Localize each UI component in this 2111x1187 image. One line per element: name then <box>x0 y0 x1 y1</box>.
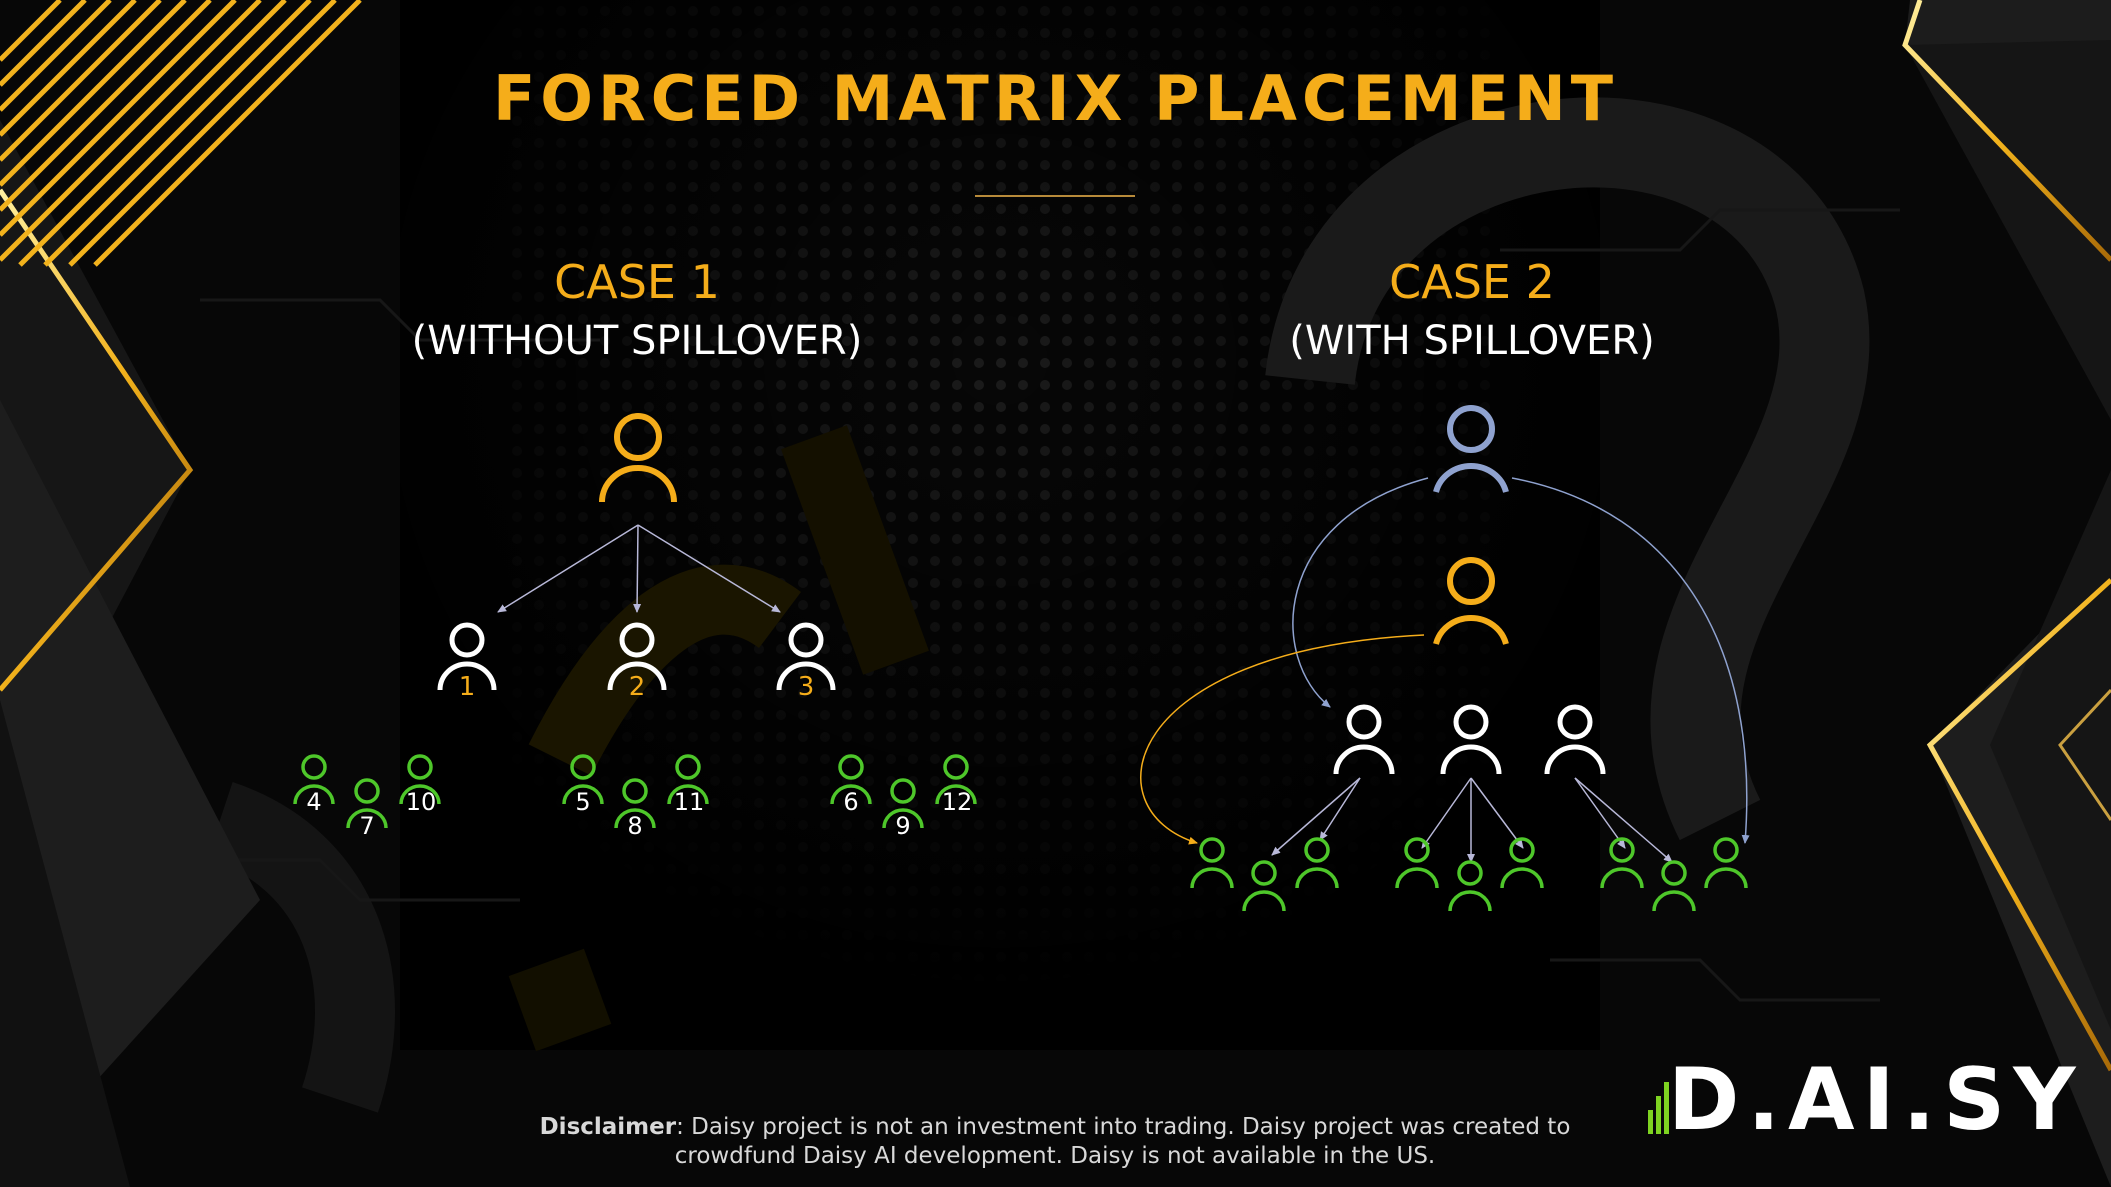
case1-level2-label: 9 <box>895 812 911 840</box>
case2-arrow-3b <box>1574 777 1673 863</box>
case1-level2-person-icon-11 <box>667 754 709 805</box>
disclaimer-line2: crowdfund Daisy AI development. Daisy is… <box>674 1143 1436 1169</box>
case2-level2-person-icon-8 <box>1652 860 1696 912</box>
case2-root-person-icon <box>1433 557 1509 645</box>
case2-level1-person-icon-1 <box>1333 704 1395 775</box>
case1-level2-label: 5 <box>575 788 591 816</box>
case2-level2-person-icon-2 <box>1242 860 1286 912</box>
disclaimer-line1: : Daisy project is not an investment int… <box>676 1114 1571 1140</box>
case2-level2-person-icon-9 <box>1704 837 1748 889</box>
case1-arrow-1 <box>497 524 639 613</box>
case2-spill-arrow-right <box>1511 477 1750 844</box>
case1-level1-label: 3 <box>797 672 815 702</box>
case2-upline-person-icon <box>1433 405 1509 493</box>
case2-arrow-2c <box>1470 777 1524 849</box>
case2-level2-person-icon-3 <box>1295 837 1339 889</box>
case1-level1-person-icon-1 <box>437 622 497 691</box>
case1-level2-label: 11 <box>673 788 705 816</box>
case2-arrow-1a <box>1271 777 1361 856</box>
case1-level2-label: 6 <box>843 788 859 816</box>
case2-level1-person-icon-3 <box>1544 704 1606 775</box>
case1-level1-person-icon-2 <box>607 622 667 691</box>
case1-level2-person-icon-10 <box>399 754 441 805</box>
case1-level1-label: 1 <box>458 672 476 702</box>
case1-level1-person-icon-3 <box>776 622 836 691</box>
case2-level2-person-icon-1 <box>1190 837 1234 889</box>
case1-arrow-2 <box>633 524 642 613</box>
case1-level2-person-icon-7 <box>346 778 388 829</box>
case2-arrow-3a <box>1574 777 1626 849</box>
case1-level2-person-icon-6 <box>830 754 872 805</box>
case1-level2-person-icon-9 <box>882 778 924 829</box>
case1-level2-label: 8 <box>627 812 643 840</box>
case2-level1-person-icon-2 <box>1440 704 1502 775</box>
case2-title: CASE 2 <box>1389 255 1555 309</box>
case1-level2-person-icon-8 <box>614 778 656 829</box>
case1-level2-person-icon-5 <box>562 754 604 805</box>
disclaimer-prefix: Disclaimer <box>539 1114 677 1140</box>
case1-level2-label: 12 <box>941 788 973 816</box>
case1-subtitle: (WITHOUT SPILLOVER) <box>411 318 863 364</box>
disclaimer: Disclaimer: Daisy project is not an inve… <box>480 1113 1630 1171</box>
case1-root-person-icon <box>599 413 677 503</box>
case2-level2-person-icon-5 <box>1448 860 1492 912</box>
case2-level2-person-icon-4 <box>1395 837 1439 889</box>
case2-arrow-2a <box>1421 777 1472 849</box>
case1-level2-label: 4 <box>306 788 322 816</box>
case1-arrow-3 <box>637 524 781 613</box>
case2-spill-arrow-left <box>1292 477 1429 708</box>
case2-spill-arrow-orange <box>1140 634 1425 845</box>
slide-title: FORCED MATRIX PLACEMENT <box>492 62 1619 135</box>
case1-title: CASE 1 <box>554 255 720 309</box>
case1-level2-person-icon-12 <box>935 754 977 805</box>
title-divider <box>975 195 1135 197</box>
logo-bars-icon <box>1648 1082 1669 1134</box>
case1-level1-label: 2 <box>628 672 646 702</box>
case1-level2-label: 10 <box>405 788 437 816</box>
case1-level2-person-icon-4 <box>293 754 335 805</box>
case2-level2-person-icon-6 <box>1500 837 1544 889</box>
case2-arrow-1b <box>1319 777 1361 841</box>
case1-level2-label: 7 <box>359 812 375 840</box>
case2-subtitle: (WITH SPILLOVER) <box>1289 318 1655 364</box>
logo-text: D.AI.SY <box>1668 1050 2084 1150</box>
case2-level2-person-icon-7 <box>1600 837 1644 889</box>
